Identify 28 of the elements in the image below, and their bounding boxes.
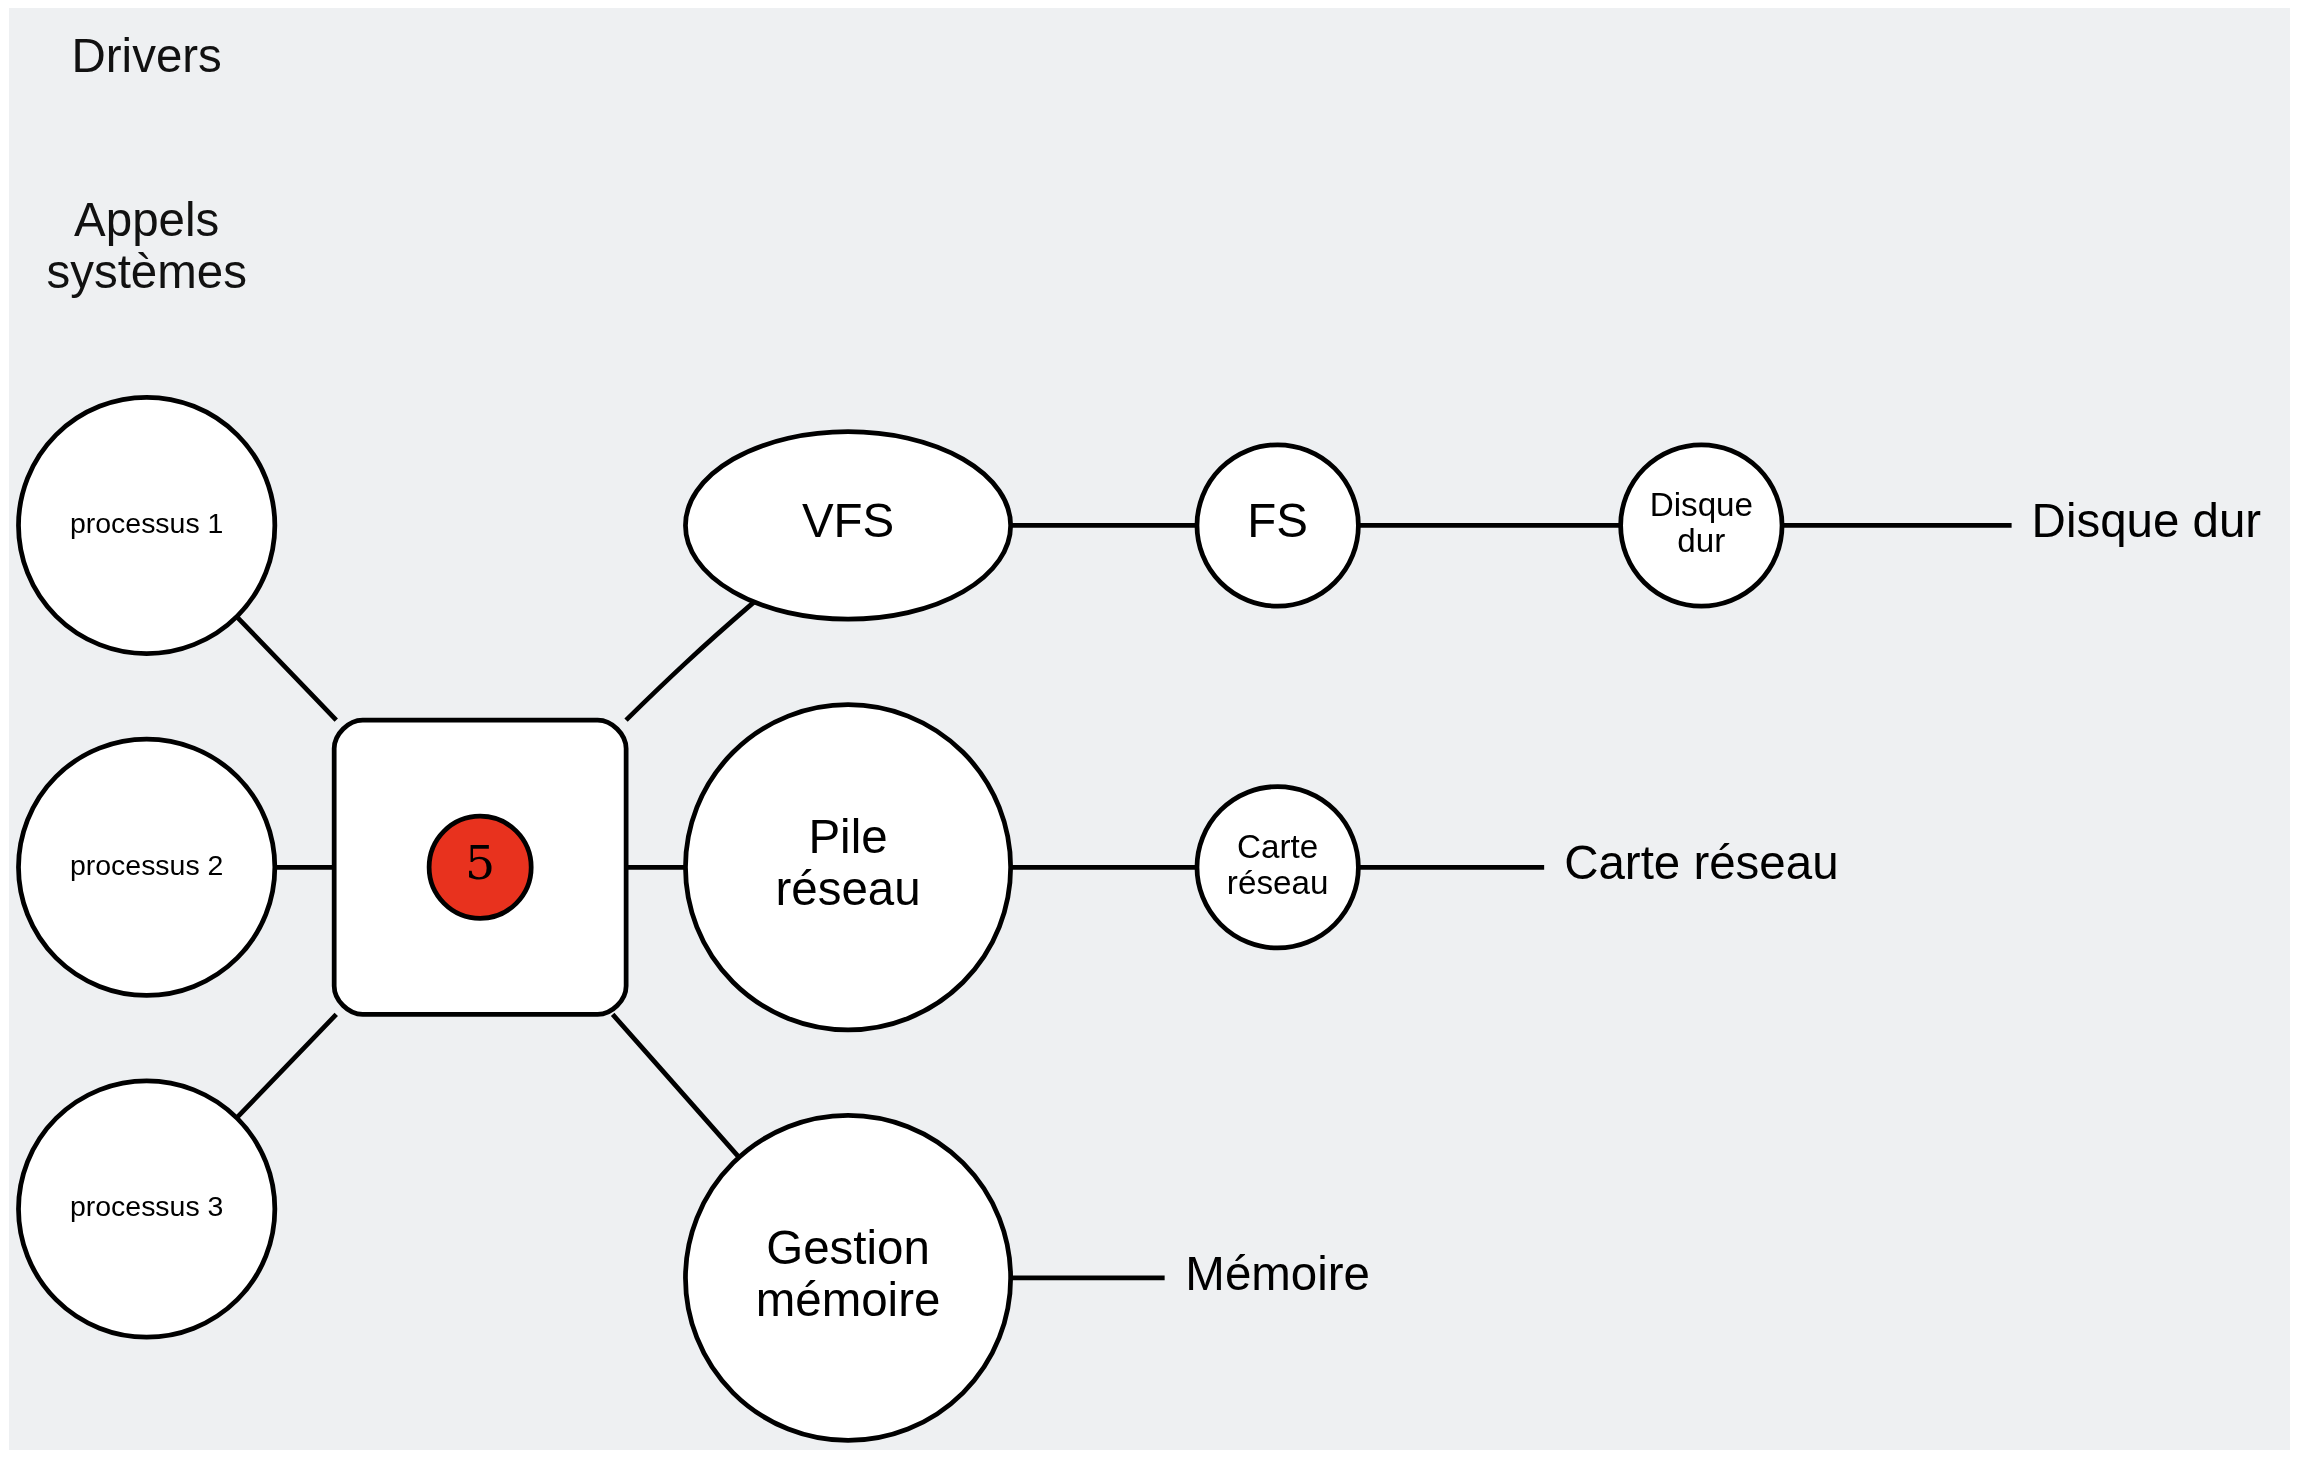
node-circle: Pile réseau <box>683 702 1014 1033</box>
connector <box>1782 523 2012 528</box>
connector <box>275 864 335 870</box>
connector <box>1358 523 1621 528</box>
node-circle: FS <box>1194 442 1361 609</box>
node-circle: Carte réseau <box>1194 784 1361 951</box>
connector <box>1011 864 1197 870</box>
connector <box>626 864 686 870</box>
connector <box>610 1012 741 1159</box>
node-text: Disque dur <box>2031 494 2262 548</box>
node-circle: processus 1 <box>16 394 278 656</box>
connector <box>1011 1275 1165 1281</box>
cluster <box>331 717 629 1017</box>
node-ellipse: VFS <box>683 429 1014 622</box>
node-text: Carte réseau <box>1564 836 1839 890</box>
connector <box>235 615 338 722</box>
node-circle: 5 <box>426 813 534 921</box>
node-circle: processus 2 <box>16 736 278 998</box>
label: Drivers <box>71 29 222 83</box>
connector <box>1358 864 1545 870</box>
node-circle: Gestion mémoire <box>683 1112 1014 1443</box>
label: Appels systèmes <box>46 192 247 299</box>
node-text: Mémoire <box>1185 1246 1370 1300</box>
node-circle: processus 3 <box>16 1078 278 1340</box>
node-circle: Disque dur <box>1618 442 1785 609</box>
connector <box>235 1012 338 1120</box>
connector <box>1011 523 1197 528</box>
connector <box>624 600 756 722</box>
